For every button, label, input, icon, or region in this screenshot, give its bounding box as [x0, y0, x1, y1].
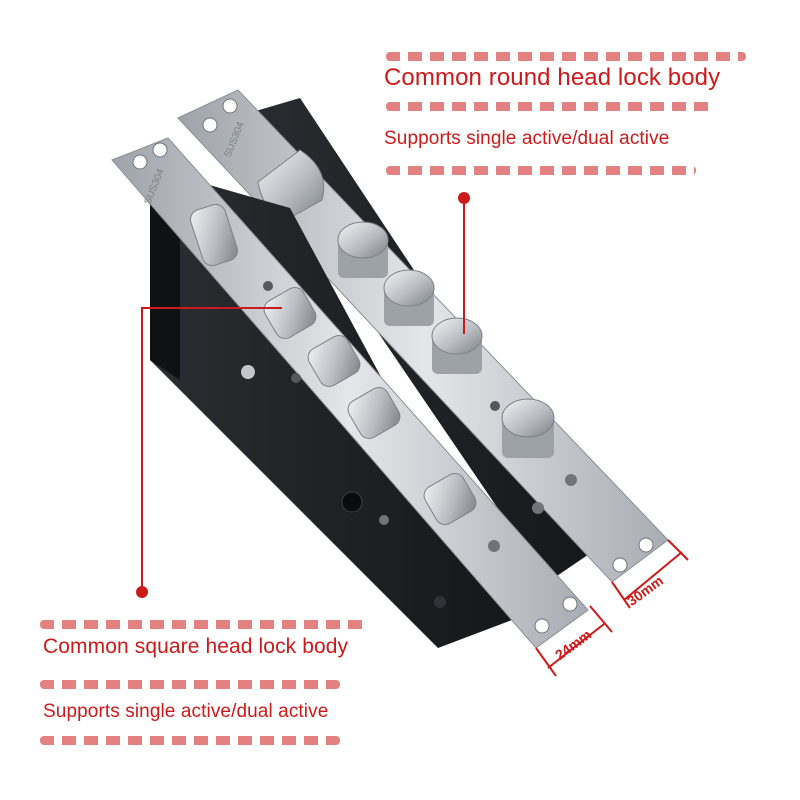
- round-head-title: Common round head lock body: [384, 64, 721, 91]
- square-head-subtitle: Supports single active/dual active: [43, 701, 329, 722]
- dimension-30mm: [611, 539, 689, 609]
- round-head-subtitle: Supports single active/dual active: [384, 128, 670, 149]
- square-bolts: [263, 286, 477, 526]
- round-bolts: [337, 221, 555, 458]
- round-lock-latch: [257, 149, 325, 221]
- square-lock-latch: [190, 203, 238, 267]
- callout-square: [136, 307, 282, 598]
- square-lock-faceplate: [111, 137, 589, 649]
- decorative-streak: [386, 166, 696, 175]
- callout-round: [458, 192, 470, 334]
- decorative-streak: [40, 680, 340, 689]
- decorative-streak: [40, 620, 370, 629]
- square-head-title: Common square head lock body: [43, 635, 349, 658]
- decorative-streak: [386, 102, 716, 111]
- decorative-streak: [386, 52, 746, 61]
- decorative-streak: [40, 736, 340, 745]
- dimension-24mm: [535, 605, 613, 677]
